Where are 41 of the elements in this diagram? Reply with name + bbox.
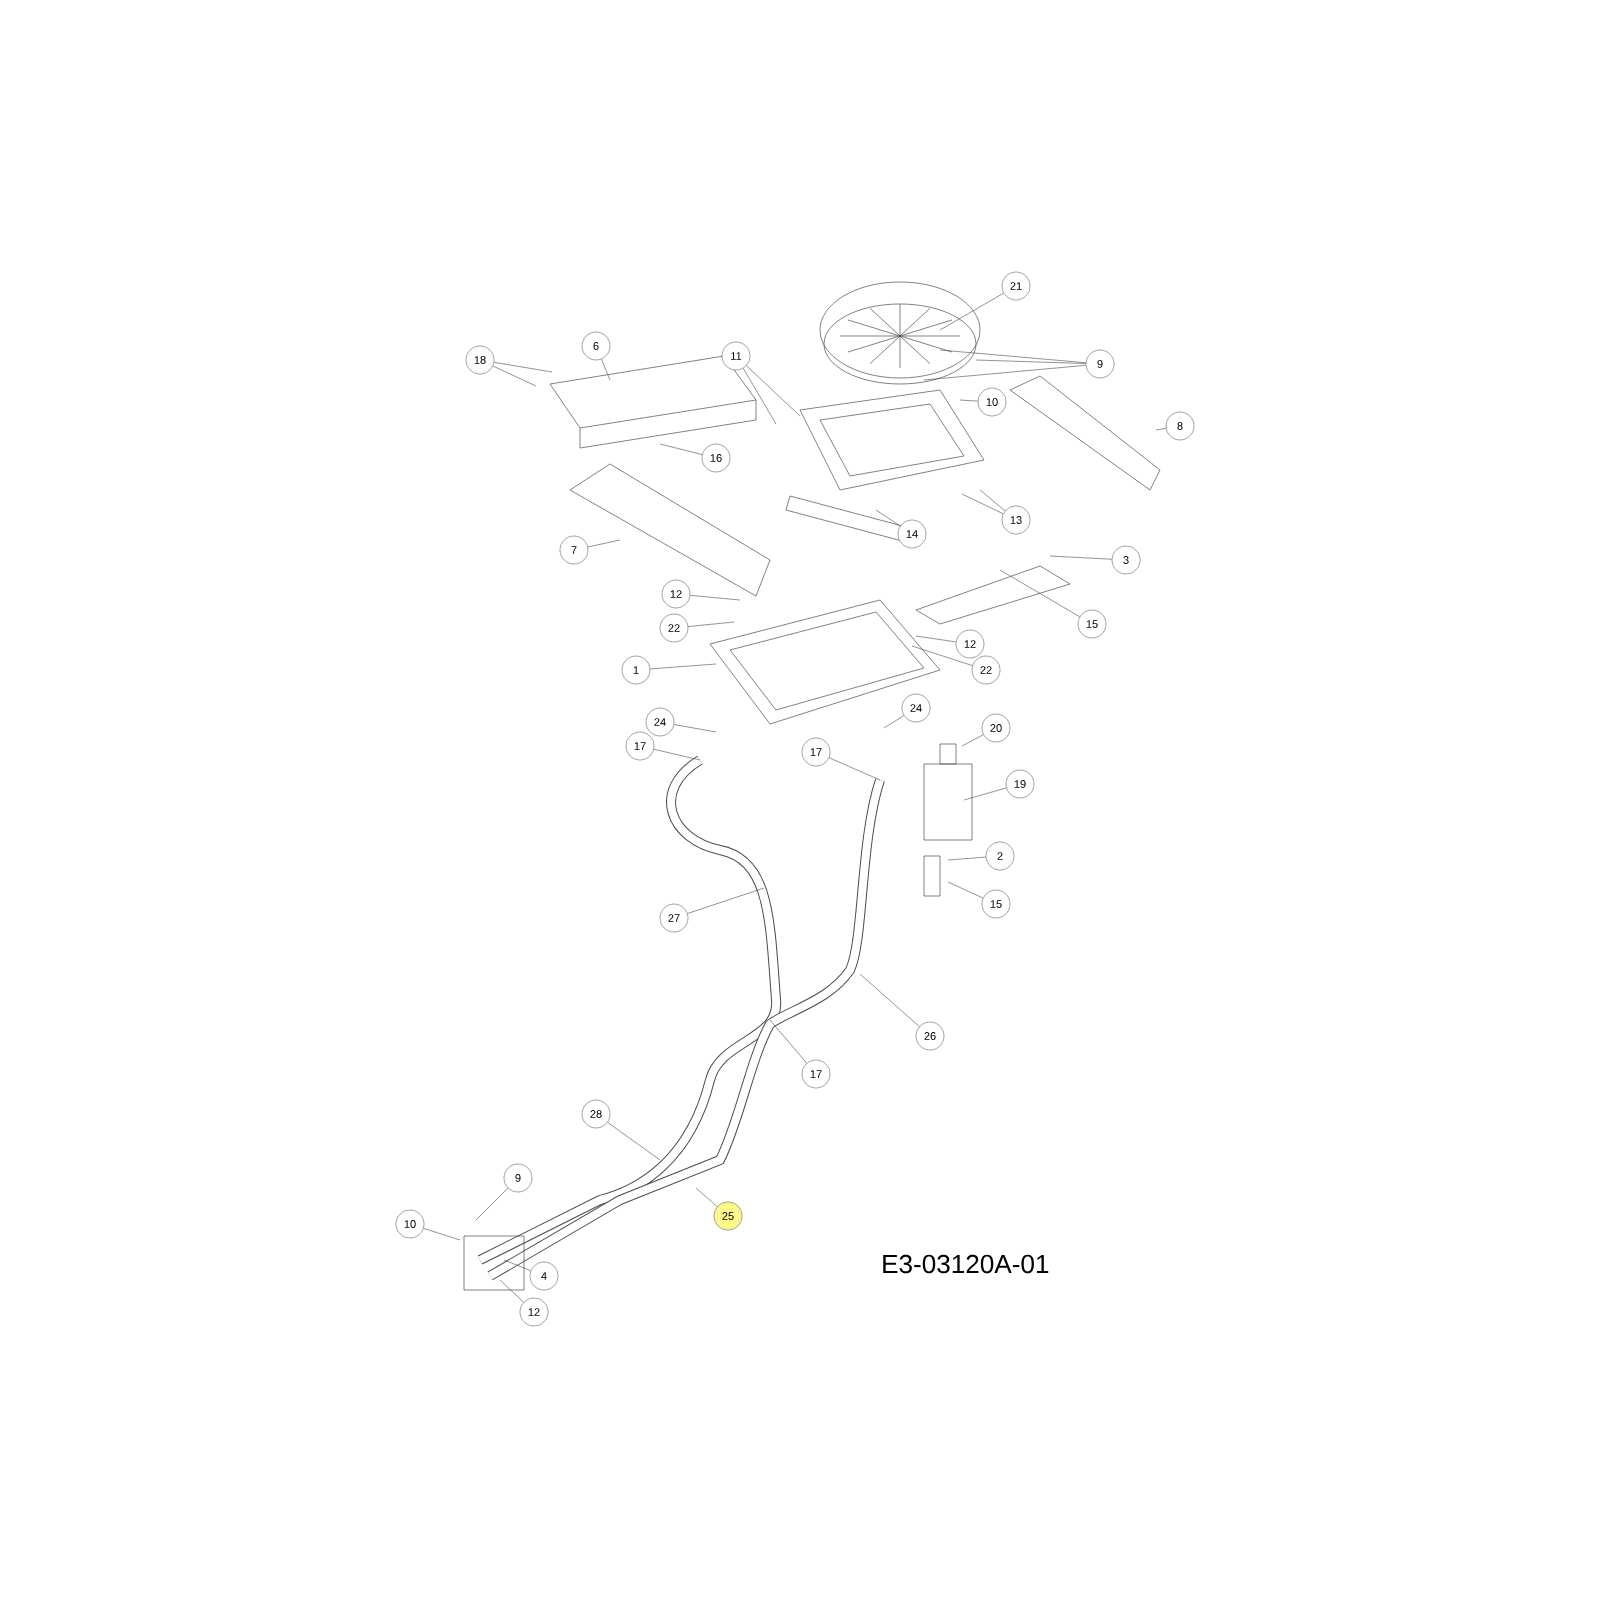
leader-line (911, 645, 973, 666)
leader-line (587, 539, 621, 548)
leader-line (423, 1228, 461, 1241)
leader-line (999, 569, 1080, 618)
leader-line (503, 1259, 532, 1271)
leader-line (828, 757, 881, 781)
leader-line (859, 973, 920, 1027)
leader-line (963, 787, 1007, 801)
leader-line (493, 362, 553, 373)
leader-line (961, 493, 1004, 515)
leader-line (875, 509, 901, 527)
leader-line (947, 856, 987, 861)
leader-line (687, 621, 735, 627)
leader-line (959, 399, 979, 402)
leader-line (947, 881, 984, 899)
leader-line (695, 1187, 718, 1207)
leader-line (883, 715, 905, 729)
leader-line (769, 1019, 808, 1064)
leader-line (673, 724, 717, 733)
leader-line (689, 595, 741, 601)
leader-line (939, 349, 1087, 364)
leader-line (1049, 555, 1113, 560)
leader-line (492, 365, 537, 387)
leader-line (915, 635, 957, 643)
leader-line (975, 359, 1086, 364)
leader-line (475, 1187, 509, 1221)
drawing-number: E3-03120A-01 (883, 1254, 1049, 1274)
leader-line (1155, 428, 1167, 431)
leader-line (499, 1279, 524, 1303)
leader-line (607, 1122, 661, 1161)
leader-line (653, 748, 701, 761)
leader-line (687, 887, 765, 914)
leader-line (659, 443, 703, 455)
leader-line (923, 365, 1087, 381)
leader-line (746, 365, 801, 417)
leader-line (742, 368, 777, 425)
leader-line (601, 358, 611, 381)
leader-line (979, 489, 1006, 512)
leader-line (649, 663, 717, 670)
leader-line (961, 734, 984, 747)
leader-line (939, 292, 1004, 331)
